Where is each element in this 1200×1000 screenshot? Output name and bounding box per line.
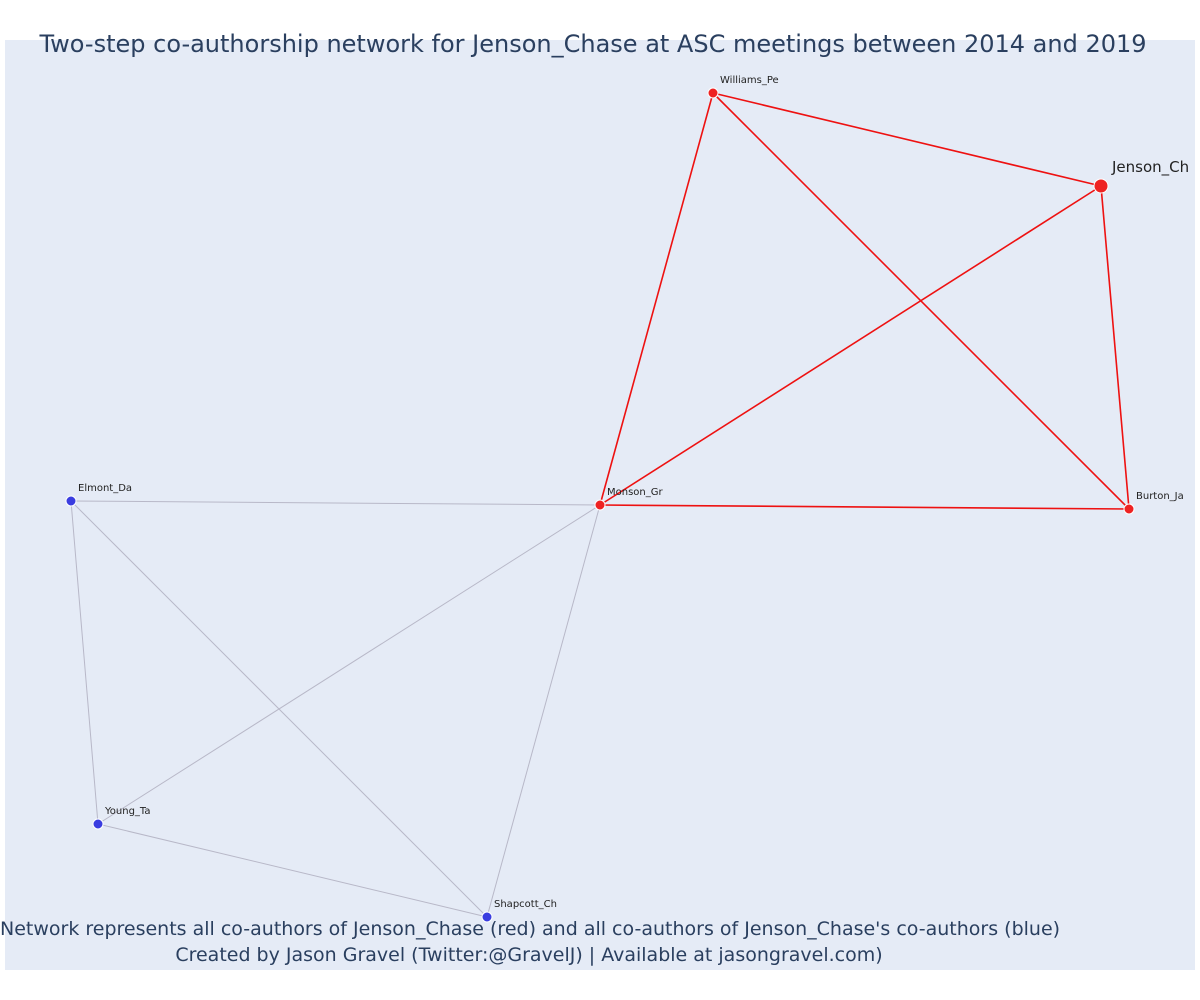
node-Jenson_Ch[interactable] [1093,178,1109,194]
edge-Williams_Pe-Monson_Gr [599,92,714,506]
chart-title: Two-step co-authorship network for Jenso… [39,30,1147,58]
edge-Young_Ta-Monson_Gr [97,504,601,825]
node-Monson_Gr[interactable] [594,499,606,511]
node-label-Jenson_Ch: Jenson_Ch [1111,158,1189,177]
node-label-Burton_Ja: Burton_Ja [1136,491,1184,502]
node-label-Shapcott_Ch: Shapcott_Ch [494,899,557,910]
edge-Shapcott_Ch-Monson_Gr [486,504,601,918]
edge-Elmont_Da-Monson_Gr [70,500,601,506]
node-label-Monson_Gr: Monson_Gr [607,487,663,498]
edge-Jenson_Ch-Monson_Gr [599,185,1102,506]
edge-Monson_Gr-Burton_Ja [599,504,1130,510]
node-label-Elmont_Da: Elmont_Da [78,483,132,494]
node-label-Young_Ta: Young_Ta [104,806,151,817]
caption-line-2: Created by Jason Gravel (Twitter:@Gravel… [175,944,883,966]
node-Williams_Pe[interactable] [707,87,719,99]
nodes-layer [65,87,1135,923]
edge-Williams_Pe-Jenson_Ch [712,92,1102,187]
node-Elmont_Da[interactable] [65,495,77,507]
node-Shapcott_Ch[interactable] [481,911,493,923]
node-label-Williams_Pe: Williams_Pe [720,75,779,86]
edge-Young_Ta-Shapcott_Ch [97,823,488,918]
edge-Elmont_Da-Young_Ta [70,500,99,825]
caption-line-1: Network represents all co-authors of Jen… [0,918,1061,940]
node-Young_Ta[interactable] [92,818,104,830]
node-Burton_Ja[interactable] [1123,503,1135,515]
edges-layer [70,92,1130,918]
edge-Jenson_Ch-Burton_Ja [1100,185,1130,510]
